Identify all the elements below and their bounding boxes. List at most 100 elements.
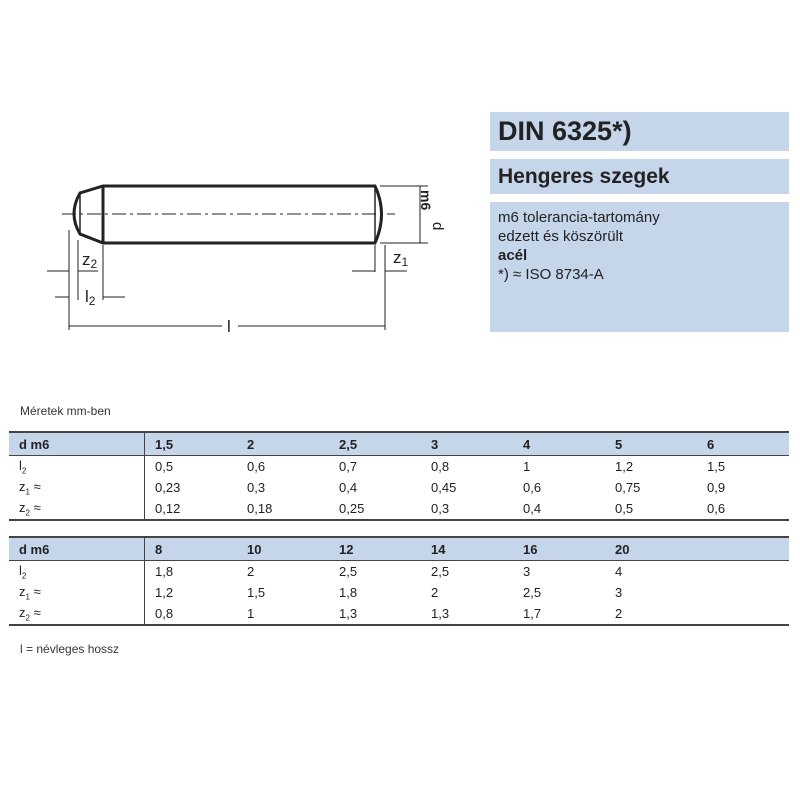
row-label-subscript: 1 (25, 487, 30, 497)
standard-title: DIN 6325*) (498, 116, 632, 146)
row-label-z1: z1 ≈ (9, 582, 145, 603)
d-label: d (429, 222, 446, 230)
description-box: m6 tolerancia-tartomány edzett és köször… (490, 202, 789, 332)
l2-label: l2 (85, 287, 96, 308)
treatment-text: edzett és köszörült (498, 228, 624, 245)
cell-z1: 0,45 (431, 480, 457, 495)
row-label-symbol: l (19, 562, 22, 578)
cell-z2: 2 (605, 603, 697, 626)
cell-l2: 1 (523, 459, 531, 474)
cell-d (697, 536, 789, 561)
cell-z1: 0,75 (615, 480, 641, 495)
material-text: acél (498, 247, 528, 264)
approx-sign: ≈ (29, 604, 41, 620)
cell-l2: 2,5 (339, 564, 358, 579)
cell-z1: 0,9 (707, 480, 726, 495)
cell-z2: 1,3 (329, 603, 421, 626)
pin-drawing: d m6 z2 l2 z1 l (47, 184, 446, 336)
row-label-z2: z2 ≈ (9, 603, 145, 626)
cell-d: 8 (144, 536, 237, 561)
row-label-subscript: 2 (25, 508, 30, 518)
footer-note: l = névleges hossz (20, 642, 120, 656)
cell-l2: 1,8 (155, 564, 174, 579)
cell-z2: 0,3 (421, 498, 513, 521)
cell-z1: 2 (431, 585, 439, 600)
row-label-z2: z2 ≈ (9, 498, 145, 521)
cell-l2: 1,2 (615, 459, 634, 474)
approx-sign: ≈ (29, 583, 41, 599)
cell-d: 10 (237, 536, 329, 561)
cell-z2: 1,7 (513, 603, 605, 626)
cell-l2: 0,7 (339, 459, 358, 474)
row-label-d: d m6 (9, 536, 145, 561)
iso-equivalent-text: *) ≈ ISO 8734-A (498, 266, 604, 283)
row-label-z1: z1 ≈ (9, 477, 145, 498)
cell-z1: 2,5 (523, 585, 542, 600)
m6-label: m6 (418, 190, 434, 210)
row-label-subscript: 1 (25, 592, 30, 602)
cell-z1: 1,2 (155, 585, 174, 600)
cell-z2: 0,4 (513, 498, 605, 521)
row-label-subscript: 2 (21, 466, 27, 476)
cell-d: 14 (421, 536, 513, 561)
approx-sign: ≈ (29, 499, 41, 515)
cell-z2: 0,18 (237, 498, 329, 521)
dimension-lines (47, 185, 428, 330)
units-note: Méretek mm-ben (20, 404, 111, 418)
cell-l2: 0,6 (247, 459, 266, 474)
row-label-l2: l2 (9, 560, 145, 582)
row-label-symbol: z (19, 604, 26, 620)
row-label-l2: l2 (9, 455, 145, 477)
row-label-symbol: z (19, 478, 26, 494)
tolerance-text: m6 tolerancia-tartomány (498, 209, 660, 226)
cell-d: 5 (605, 431, 697, 456)
cell-l2: 0,8 (431, 459, 450, 474)
row-label-d: d m6 (9, 431, 145, 456)
cell-z2: 0,5 (605, 498, 697, 521)
cell-z1: 3 (615, 585, 623, 600)
cell-d: 2,5 (329, 431, 421, 456)
cell-l2: 2,5 (431, 564, 450, 579)
cell-z1 (697, 582, 789, 603)
standard-title-box: DIN 6325*) (490, 112, 789, 151)
cell-d: 6 (697, 431, 789, 456)
cell-z2: 0,12 (144, 498, 237, 521)
product-name: Hengeres szegek (498, 165, 670, 188)
cell-z1: 1,8 (339, 585, 358, 600)
cell-z2: 0,25 (329, 498, 421, 521)
cell-l2: 0,5 (155, 459, 174, 474)
product-name-box: Hengeres szegek (490, 159, 789, 194)
cell-z2: 1,3 (421, 603, 513, 626)
row-label-symbol: l (19, 457, 22, 473)
cell-d: 1,5 (144, 431, 237, 456)
cell-z2 (697, 603, 789, 626)
cell-z2: 0,8 (144, 603, 237, 626)
cell-d: 20 (605, 536, 697, 561)
cell-l2: 1,5 (707, 459, 726, 474)
row-label-subscript: 2 (21, 571, 27, 581)
cell-z1: 0,3 (247, 480, 266, 495)
cell-l2: 2 (247, 564, 255, 579)
cell-d: 3 (421, 431, 513, 456)
cell-z2: 0,6 (697, 498, 789, 521)
cell-d: 2 (237, 431, 329, 456)
cell-z1: 0,23 (155, 480, 181, 495)
approx-sign: ≈ (29, 478, 41, 494)
cell-d: 16 (513, 536, 605, 561)
z1-label: z1 (393, 248, 409, 269)
row-label-symbol: z (19, 499, 26, 515)
cell-l2: 3 (523, 564, 531, 579)
row-label-symbol: z (19, 583, 26, 599)
cell-z1: 0,6 (523, 480, 542, 495)
cell-z1: 1,5 (247, 585, 266, 600)
cell-z1: 0,4 (339, 480, 358, 495)
